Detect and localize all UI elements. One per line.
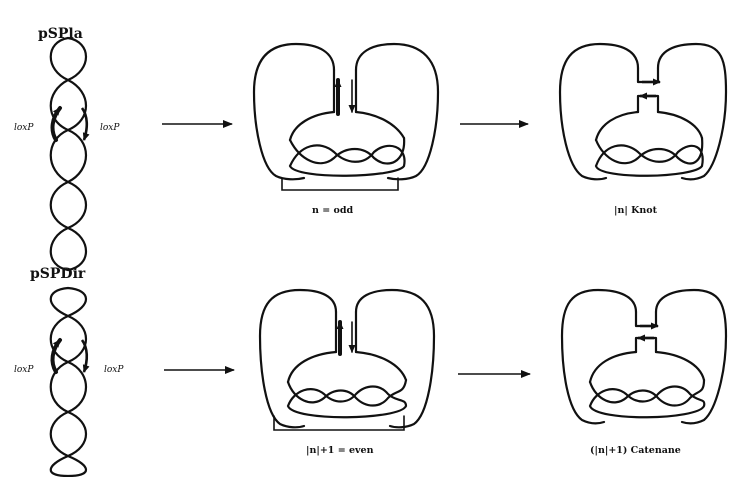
row1-knot-product bbox=[558, 42, 728, 181]
row1-caption-mid: n = odd bbox=[312, 205, 353, 216]
row2-synapse-intermediate bbox=[258, 288, 436, 429]
row2-catenane-product bbox=[560, 288, 728, 425]
row1-supercoiled-plasmid bbox=[49, 36, 88, 272]
row1-loxp-arrow-right bbox=[80, 107, 90, 141]
row2-loxp-arrow-right bbox=[80, 339, 90, 373]
row2-caption-right: (|n|+1) Catenane bbox=[590, 445, 681, 456]
row1-count-bracket bbox=[281, 177, 399, 191]
row2-supercoiled-plasmid bbox=[49, 286, 88, 477]
row2-plasmid-label: pSPDir bbox=[30, 266, 86, 282]
row2-caption-mid: |n|+1 = even bbox=[306, 445, 374, 456]
row1-loxp-arrow-left bbox=[50, 106, 62, 142]
row2-loxp-arrow-left bbox=[50, 338, 62, 374]
row1-synapse-intermediate bbox=[252, 42, 440, 181]
row2-loxp-label-left: loxP bbox=[14, 365, 34, 375]
row2-loxp-label-right: loxP bbox=[104, 365, 124, 375]
row1-loxp-label-left: loxP bbox=[14, 123, 34, 133]
row1-loxp-label-right: loxP bbox=[100, 123, 120, 133]
row2-count-bracket bbox=[273, 415, 405, 431]
row1-caption-right: |n| Knot bbox=[614, 205, 658, 216]
